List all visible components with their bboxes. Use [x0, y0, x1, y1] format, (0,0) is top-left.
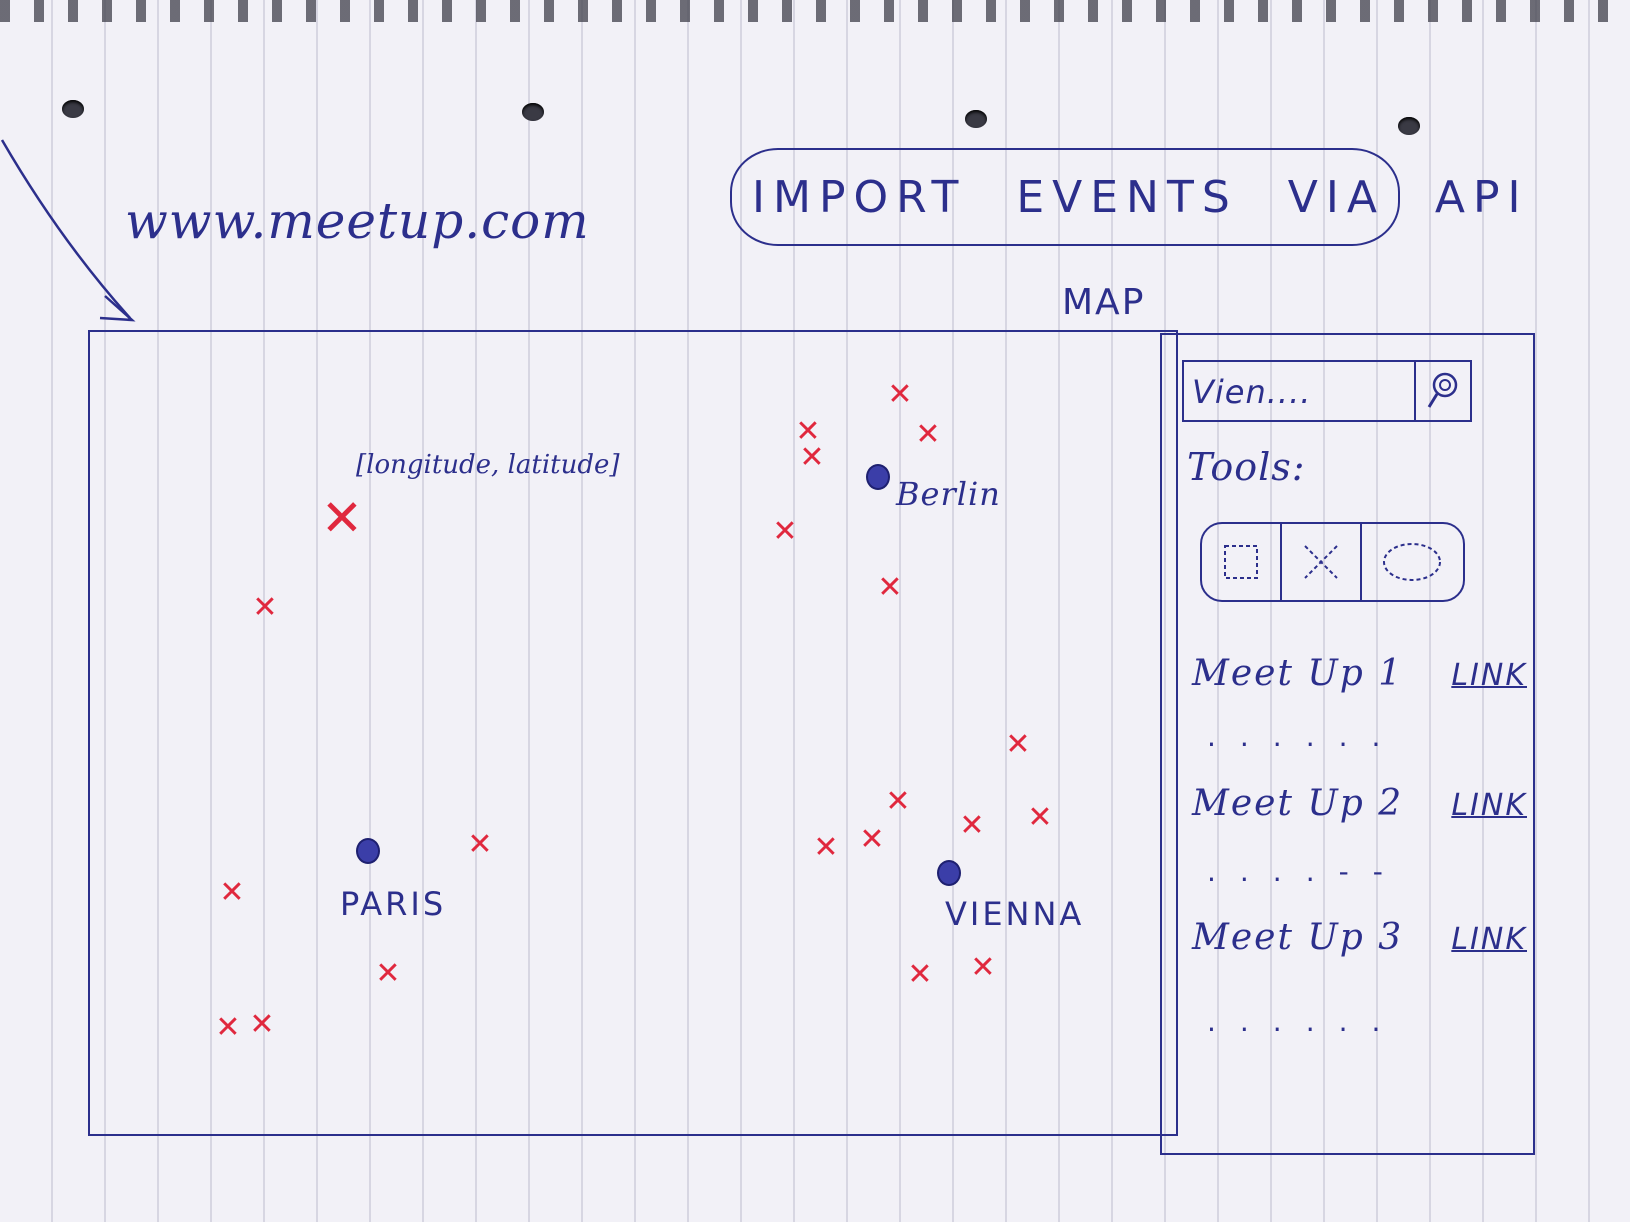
- x-marker-icon[interactable]: ✕: [219, 875, 245, 910]
- site-url[interactable]: www.meetup.com: [125, 192, 590, 250]
- meetup-item: Meet Up 3 LINK: [1192, 917, 1527, 958]
- meetup-title: Meet Up 2: [1192, 783, 1404, 824]
- x-marker-icon[interactable]: ✕: [877, 570, 903, 605]
- x-marker-icon[interactable]: ✕: [1027, 800, 1053, 835]
- pointer-arrow-icon: [0, 139, 136, 322]
- import-events-cloud: IMPORT EVENTS VIA API: [730, 148, 1521, 246]
- x-marker-icon[interactable]: ✕: [813, 830, 839, 865]
- lasso-select-icon: [1383, 543, 1442, 581]
- map-canvas[interactable]: [88, 330, 1178, 1136]
- notebook-spiral: [0, 0, 1630, 22]
- city-dot-icon[interactable]: [866, 464, 890, 490]
- punch-hole: [965, 110, 987, 128]
- x-marker-icon[interactable]: ✕: [859, 822, 885, 857]
- city-dot-icon[interactable]: [356, 838, 380, 864]
- punch-hole: [1398, 117, 1420, 135]
- meetup-link[interactable]: LINK: [1451, 922, 1527, 957]
- x-marker-icon[interactable]: ✕: [795, 414, 821, 449]
- tools-label: Tools:: [1187, 445, 1306, 489]
- meetup-details: ......: [1207, 1005, 1405, 1038]
- meetup-details: ....--: [1207, 855, 1407, 888]
- cross-select-icon: [1304, 545, 1338, 579]
- x-marker-icon[interactable]: ✕: [1005, 727, 1031, 762]
- meetup-link[interactable]: LINK: [1451, 658, 1527, 693]
- map-label: MAP: [1062, 282, 1146, 323]
- x-marker-icon[interactable]: ✕: [375, 956, 401, 991]
- sidebar-panel: Tools: Meet Up 1 LINK: [1160, 333, 1535, 1155]
- city-dot-icon[interactable]: [937, 860, 961, 886]
- x-marker-icon[interactable]: ✕: [970, 950, 996, 985]
- x-marker-icon[interactable]: ✕: [321, 489, 363, 547]
- x-marker-icon[interactable]: ✕: [467, 827, 493, 862]
- search-box: [1182, 360, 1472, 422]
- coordinate-note: [longitude, latitude]: [356, 450, 620, 480]
- x-marker-icon[interactable]: ✕: [885, 784, 911, 819]
- rectangle-select-icon: [1223, 545, 1258, 579]
- x-marker-icon[interactable]: ✕: [915, 417, 941, 452]
- x-marker-icon[interactable]: ✕: [215, 1010, 241, 1045]
- meetup-title: Meet Up 3: [1192, 917, 1404, 958]
- meetup-item: Meet Up 1 LINK: [1192, 653, 1527, 694]
- search-input[interactable]: [1190, 368, 1414, 416]
- x-marker-icon[interactable]: ✕: [907, 957, 933, 992]
- meetup-title: Meet Up 1: [1192, 653, 1404, 694]
- meetup-details: ......: [1207, 720, 1405, 753]
- city-label-berlin: Berlin: [896, 475, 1001, 513]
- x-marker-icon[interactable]: ✕: [799, 440, 825, 475]
- meetup-item: Meet Up 2 LINK: [1192, 783, 1527, 824]
- tool-lasso-select[interactable]: [1362, 524, 1463, 600]
- tool-rectangle-select[interactable]: [1202, 524, 1282, 600]
- punch-hole: [522, 103, 544, 121]
- x-marker-icon[interactable]: ✕: [772, 514, 798, 549]
- x-marker-icon[interactable]: ✕: [887, 377, 913, 412]
- tool-cross-select[interactable]: [1282, 524, 1362, 600]
- x-marker-icon[interactable]: ✕: [249, 1007, 275, 1042]
- tools-toolbar: [1200, 522, 1465, 602]
- meetup-link[interactable]: LINK: [1451, 788, 1527, 823]
- search-button[interactable]: [1414, 362, 1470, 420]
- x-marker-icon[interactable]: ✕: [252, 590, 278, 625]
- punch-hole: [62, 100, 84, 118]
- city-label-vienna: VIENNA: [945, 895, 1085, 933]
- import-events-label: IMPORT EVENTS VIA API: [752, 171, 1529, 223]
- x-marker-icon[interactable]: ✕: [959, 808, 985, 843]
- search-icon: [1427, 372, 1458, 408]
- city-label-paris: PARIS: [340, 885, 447, 923]
